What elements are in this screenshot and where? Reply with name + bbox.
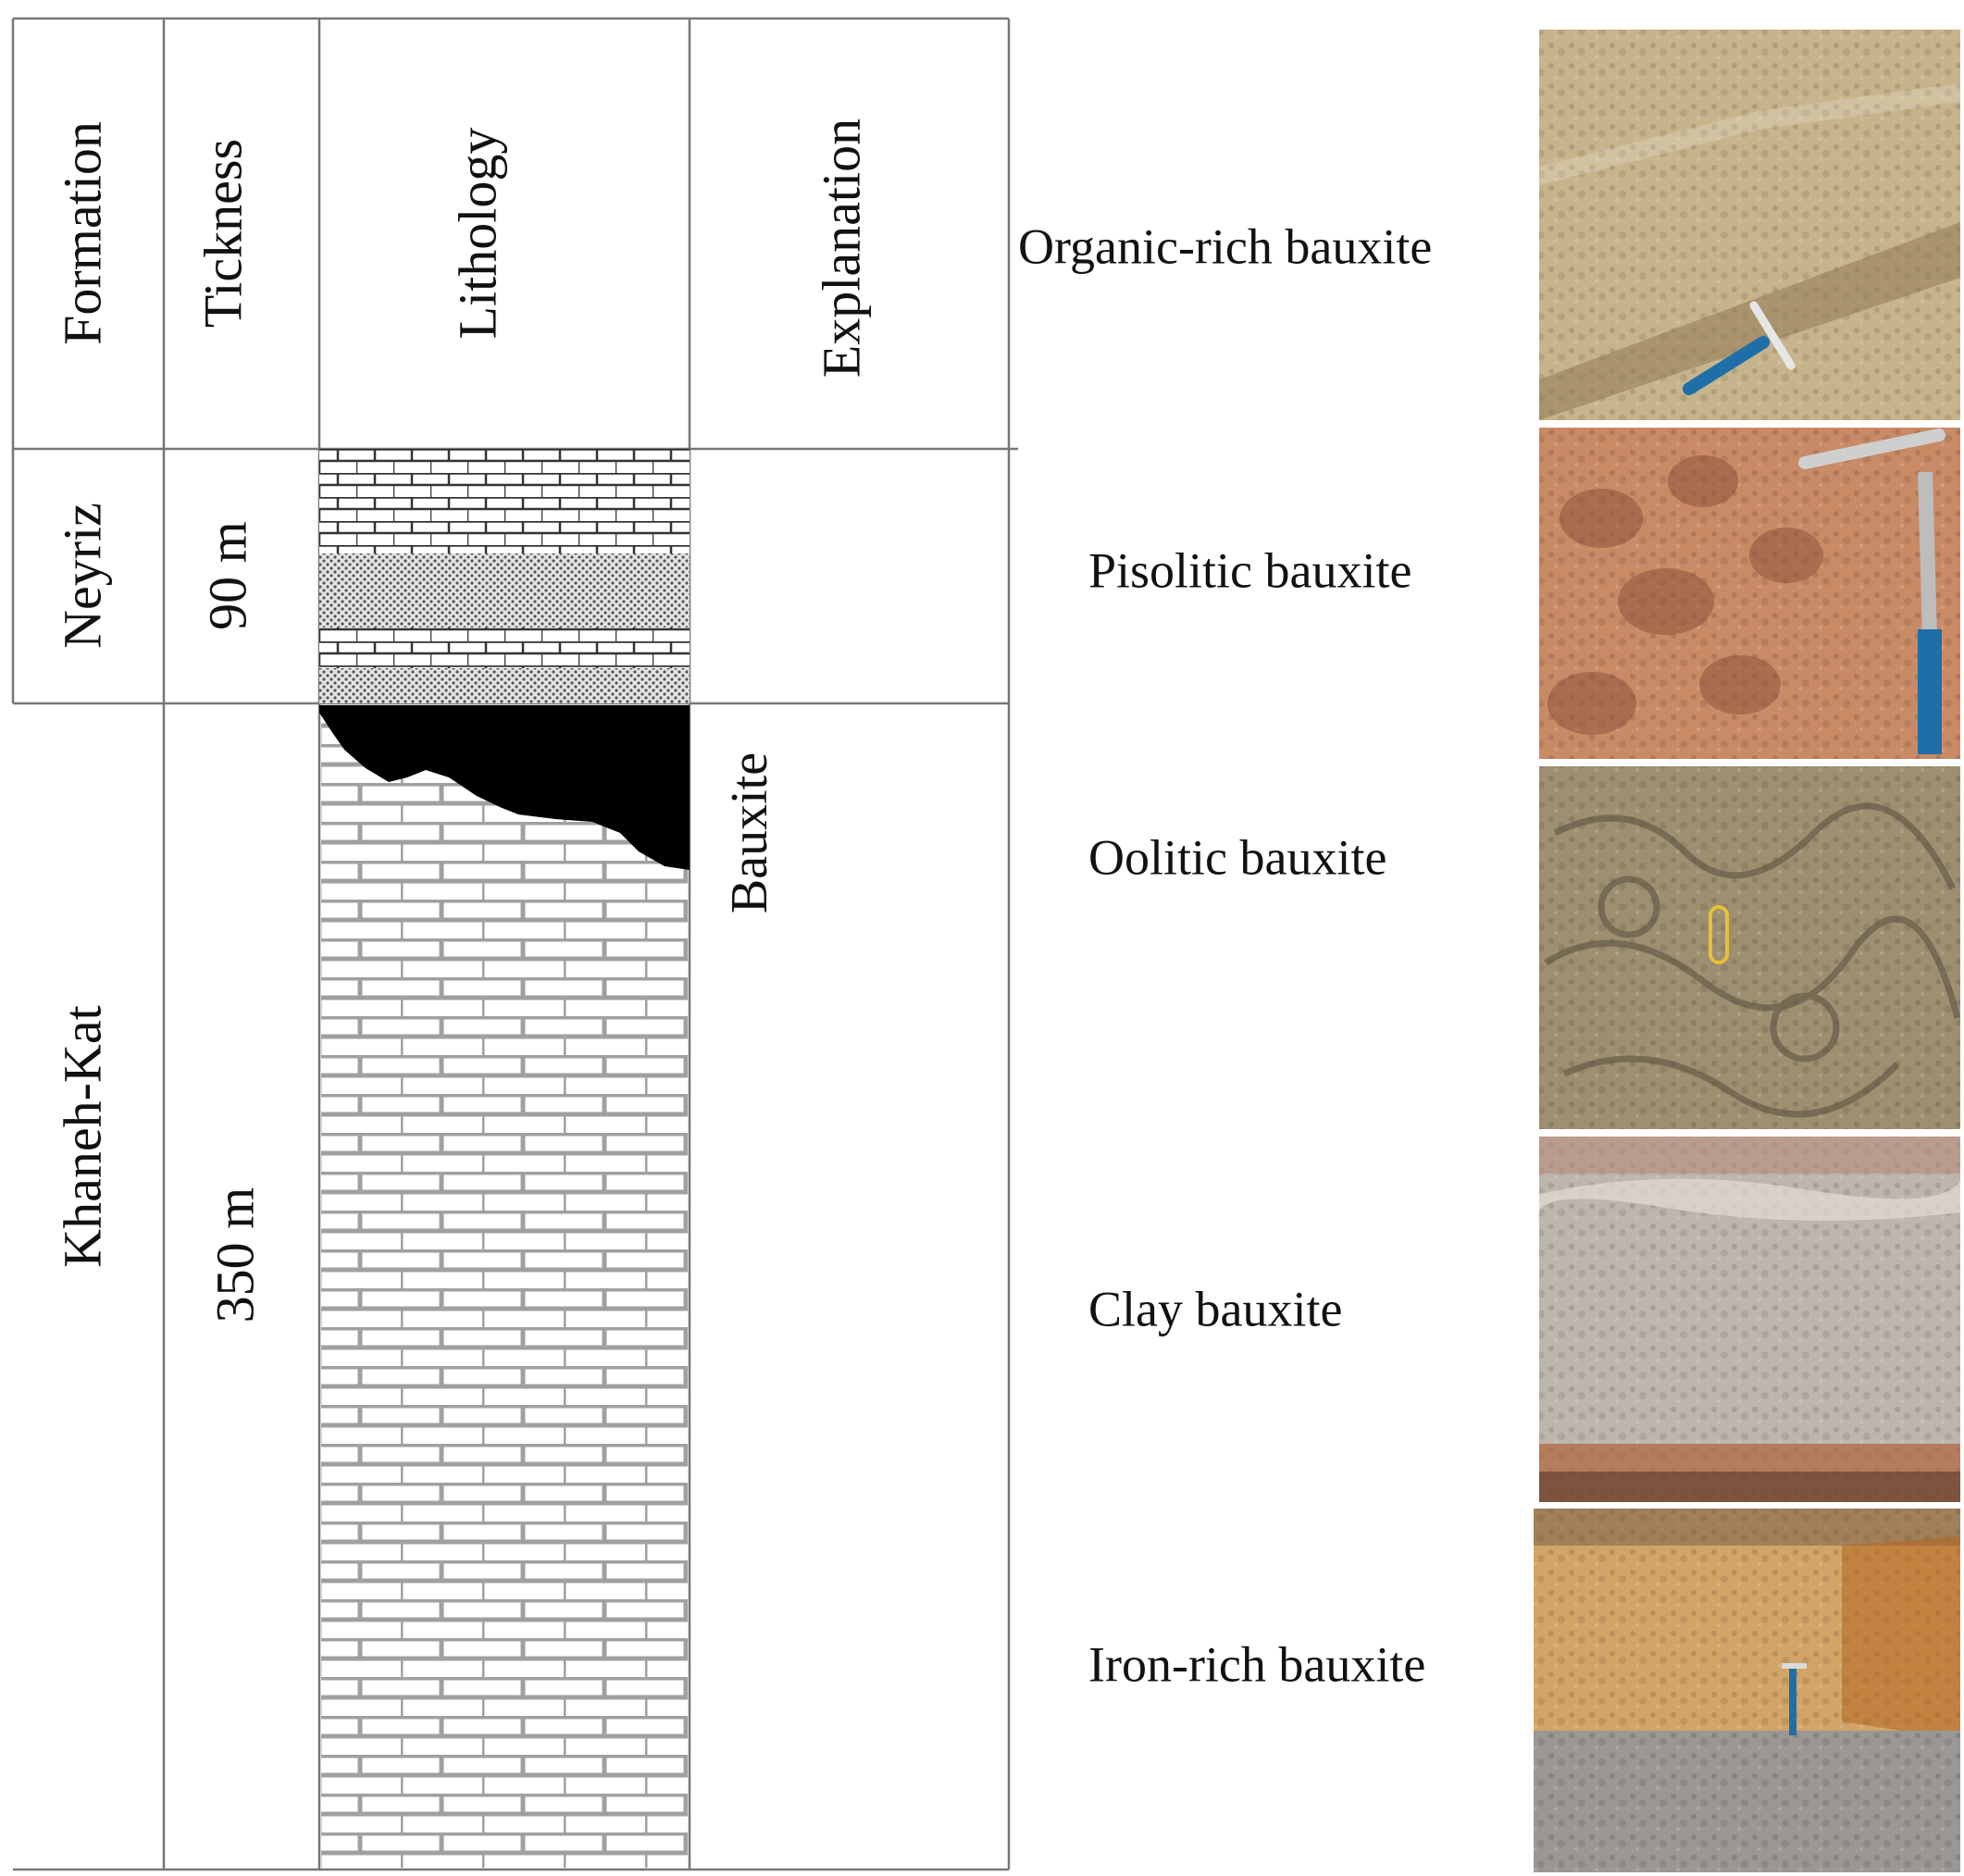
header-lithology: Lithology (447, 128, 507, 340)
photo-iron-rich (1534, 1509, 1960, 1872)
limestone-large-bricks (321, 705, 688, 1868)
paperclip-icon (1709, 905, 1729, 964)
limestone-layer-lower (319, 627, 690, 668)
caption-iron-rich: Iron-rich bauxite (1088, 1636, 1425, 1692)
photo-oolitic (1539, 766, 1961, 1129)
caption-pisolitic: Pisolitic bauxite (1088, 542, 1411, 598)
lithology-label-bauxite: Bauxite (721, 752, 778, 913)
bauxite-lens (319, 705, 690, 870)
limestone-layer-upper (319, 449, 690, 553)
lithology-khanehkat (319, 705, 690, 1868)
caption-clay: Clay bauxite (1088, 1281, 1342, 1336)
header-formation: Formation (52, 121, 112, 345)
header-explanation: Explanation (811, 118, 871, 378)
rock-hammer-icon (1798, 429, 1945, 754)
unit-khanehkat-thickness: 350 m (205, 1187, 265, 1323)
header-thickness: Tickness (193, 139, 253, 328)
unit-khanehkat-formation: Khaneh-Kat (52, 1005, 112, 1267)
column-grid (11, 17, 1018, 1871)
unit-neyriz-thickness: 90 m (197, 521, 257, 630)
dolomite-layer-lower (319, 668, 690, 703)
caption-organic-rich: Organic-rich bauxite (1018, 218, 1432, 274)
lithology-neyriz (319, 449, 690, 703)
unit-neyriz-formation: Neyriz (52, 503, 112, 649)
photo-clay (1537, 1137, 1960, 1502)
rock-hammer-icon (1683, 301, 1796, 395)
caption-oolitic: Oolitic bauxite (1088, 829, 1386, 885)
dolomite-layer-upper (319, 553, 690, 627)
rock-hammer-icon (1782, 1663, 1807, 1735)
photo-pisolitic (1539, 428, 1960, 759)
photo-organic-rich (1539, 30, 1960, 420)
